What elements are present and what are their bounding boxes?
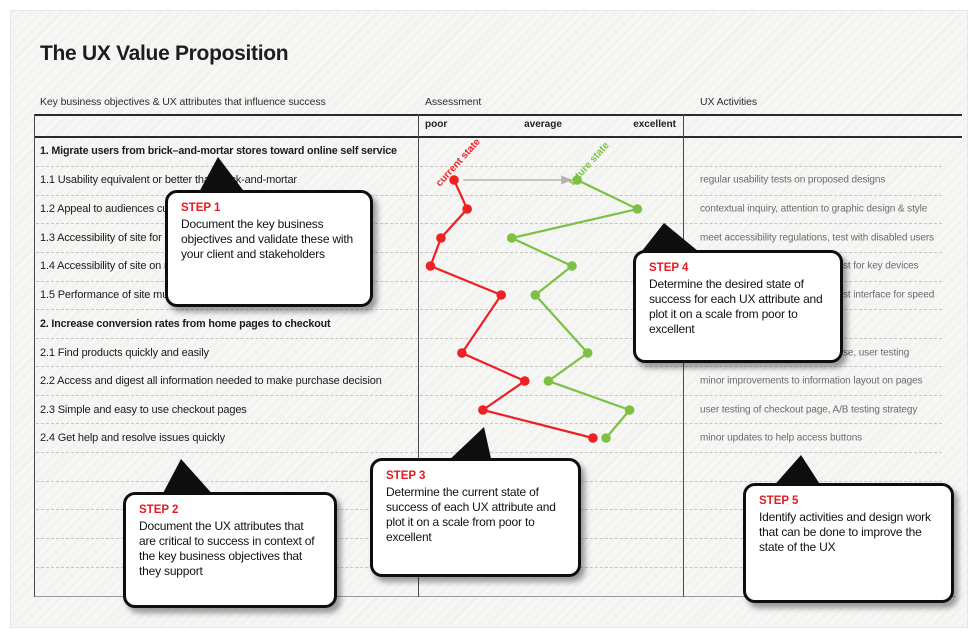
ux-activity-cell: se, user testing <box>843 347 910 359</box>
scale-label-average: average <box>524 119 562 130</box>
row-separator <box>36 223 942 224</box>
future-state-point <box>543 376 554 386</box>
row-separator <box>36 281 942 282</box>
step-1-text: Document the key business objectives and… <box>181 217 353 262</box>
step-4-tail <box>638 223 704 256</box>
current-state-point <box>425 261 436 271</box>
future-state-point <box>572 175 582 185</box>
assessment-left-divider <box>418 114 419 597</box>
row-separator <box>36 338 942 339</box>
step-5-callout: STEP 5 Identify activities and design wo… <box>743 483 954 603</box>
page-title: The UX Value Proposition <box>40 42 289 65</box>
objective-row: 1. Migrate users from brick–and-mortar s… <box>40 145 397 157</box>
objective-row: 2. Increase conversion rates from home p… <box>40 318 331 330</box>
ux-activity-cell: minor updates to help access buttons <box>700 432 863 444</box>
current-state-point <box>478 405 488 415</box>
current-state-point <box>462 204 472 214</box>
row-separator <box>36 309 942 310</box>
current-state-point <box>457 348 467 358</box>
ux-activity-cell: st for key devices <box>843 260 919 272</box>
ux-activity-cell: minor improvements to information layout… <box>700 375 923 387</box>
attribute-row: 2.2 Access and digest all information ne… <box>40 375 382 387</box>
current-state-point <box>449 175 459 185</box>
step-2-callout: STEP 2 Document the UX attributes that a… <box>123 492 337 608</box>
step-1-label: STEP 1 <box>181 202 221 214</box>
current-state-point <box>496 290 507 300</box>
current-state-point <box>520 376 530 386</box>
attribute-row: 2.4 Get help and resolve issues quickly <box>40 432 225 444</box>
future-state-point <box>530 290 541 300</box>
future-state-point <box>567 261 577 271</box>
step-5-label: STEP 5 <box>759 495 799 507</box>
future-state-point <box>624 405 635 415</box>
arrowhead-icon <box>561 175 573 185</box>
step-2-label: STEP 2 <box>139 504 179 516</box>
scale-label-poor: poor <box>425 119 448 130</box>
row-separator <box>36 366 942 367</box>
step-2-tail <box>161 459 215 497</box>
column-header-assessment: Assessment <box>425 96 482 108</box>
step-1-tail <box>198 157 246 194</box>
ux-activity-cell: contextual inquiry, attention to graphic… <box>700 203 928 215</box>
ux-activity-cell: meet accessibility regulations, test wit… <box>700 232 934 244</box>
step-4-label: STEP 4 <box>649 262 689 274</box>
current-state-point <box>588 433 598 443</box>
future-state-point <box>601 433 611 443</box>
row-separator <box>36 195 942 196</box>
attribute-row: 2.1 Find products quickly and easily <box>40 347 209 359</box>
step-2-text: Document the UX attributes that are crit… <box>139 519 315 579</box>
attribute-row: 2.3 Simple and easy to use checkout page… <box>40 404 247 416</box>
ux-activity-cell: user testing of checkout page, A/B testi… <box>700 404 918 416</box>
future-state-point <box>506 233 517 243</box>
scale-label-excellent: excellent <box>633 119 676 130</box>
row-separator <box>36 423 942 424</box>
row-separator <box>36 395 942 396</box>
header-rule-top <box>34 114 962 116</box>
step-5-text: Identify activities and design work that… <box>759 510 931 555</box>
table-bottom-rule <box>34 596 955 597</box>
future-state-point <box>632 204 643 214</box>
column-header-ux-activities: UX Activities <box>700 96 758 108</box>
step-3-tail <box>446 427 492 463</box>
step-1-callout: STEP 1 Document the key business objecti… <box>165 190 373 307</box>
header-rule-bottom <box>34 136 962 138</box>
ux-activity-cell: regular usability tests on proposed desi… <box>700 174 886 186</box>
current-state-point <box>436 233 446 243</box>
row-separator <box>36 166 942 167</box>
step-3-label: STEP 3 <box>386 470 426 482</box>
step-3-text: Determine the current state of success o… <box>386 485 556 545</box>
ux-activity-cell: st interface for speed <box>843 289 935 301</box>
row-separator <box>36 252 942 253</box>
step-5-tail <box>771 455 823 489</box>
step-4-callout: STEP 4 Determine the desired state of su… <box>633 250 843 363</box>
step-4-text: Determine the desired state of success f… <box>649 277 823 337</box>
future-state-point <box>582 348 593 358</box>
table-left-border <box>34 114 35 597</box>
column-header-objectives: Key business objectives & UX attributes … <box>40 96 326 108</box>
step-3-callout: STEP 3 Determine the current state of su… <box>370 458 581 577</box>
